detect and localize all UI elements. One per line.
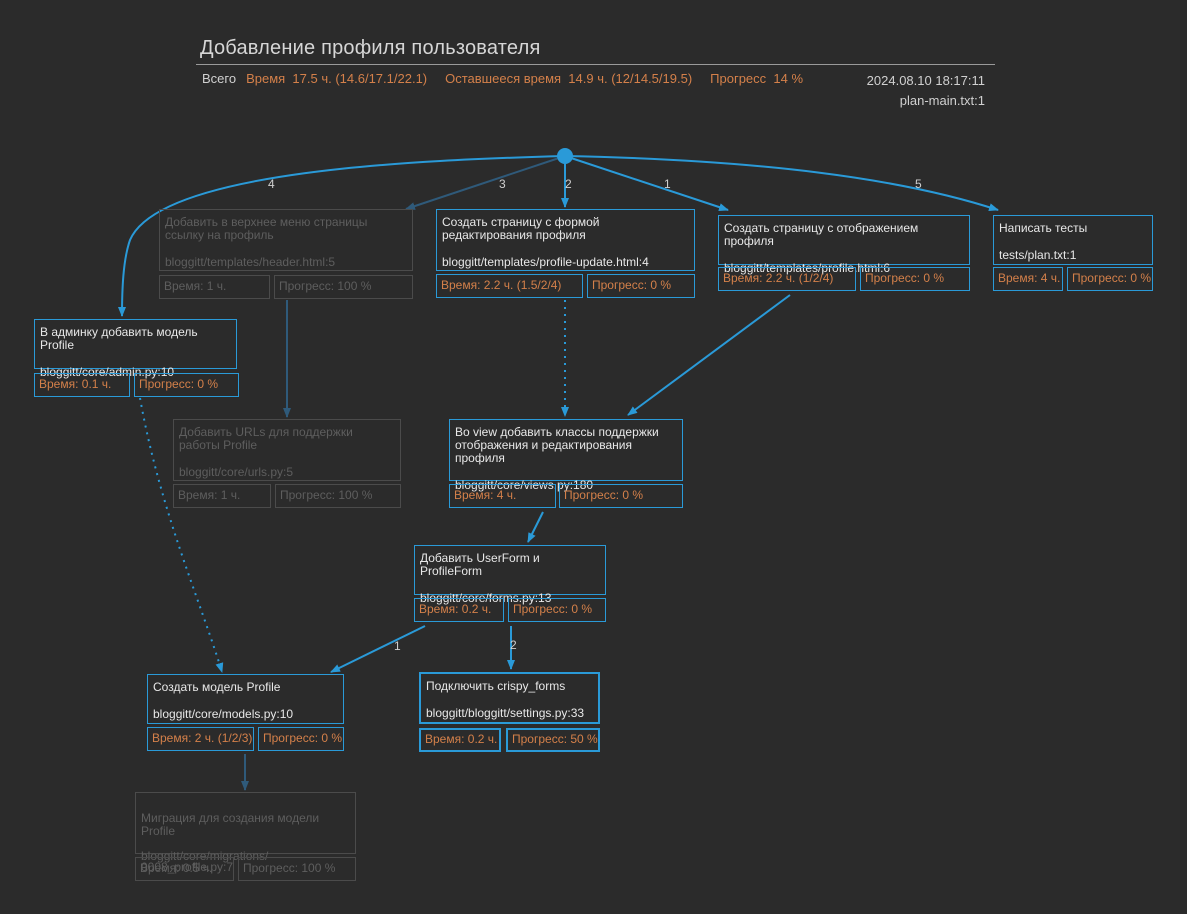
task-time: Время: 4 ч. (449, 484, 556, 508)
task-node-views[interactable]: Во view добавить классы поддержки отобра… (449, 419, 683, 492)
task-node-crispy-forms[interactable]: Подключить crispy_forms bloggitt/bloggit… (419, 672, 600, 724)
edge-forms-models (330, 625, 426, 673)
task-time: Время: 1 ч. (173, 484, 271, 508)
task-path: bloggitt/core/models.py:10 (153, 707, 294, 721)
task-title: Создать страницу с отображением профиля (724, 221, 919, 248)
task-path: bloggitt/templates/header.html:5 (165, 255, 336, 269)
task-progress: Прогресс: 0 % (1067, 267, 1153, 291)
task-path: bloggitt/core/admin.py:10 (40, 365, 175, 379)
edge-label-profile-update: 2 (565, 177, 572, 191)
task-progress: Прогресс: 0 % (559, 484, 683, 508)
task-title: Во view добавить классы поддержки отобра… (455, 425, 659, 465)
header-stamp: 2024.08.10 18:17:11 plan-main.txt:1 (867, 71, 985, 111)
task-time: Время: 1 ч. (159, 275, 270, 299)
title-divider (196, 64, 995, 65)
task-title: Создать модель Profile (153, 680, 281, 694)
task-path: bloggitt/bloggitt/settings.py:33 (426, 706, 585, 720)
task-title: Создать страницу с формой редактирования… (442, 215, 600, 242)
total-progress: Прогресс 14 % (710, 71, 804, 86)
task-progress: Прогресс: 0 % (860, 267, 970, 291)
task-node-forms[interactable]: Добавить UserForm и ProfileForm bloggitt… (414, 545, 606, 605)
task-title: Добавить UserForm и ProfileForm (420, 551, 540, 578)
edge-root-profile-view (564, 155, 729, 211)
task-progress: Прогресс: 0 % (134, 373, 239, 397)
task-progress: Прогресс: 100 % (275, 484, 401, 508)
edge-label-models: 1 (394, 639, 401, 653)
root-node[interactable] (557, 148, 573, 164)
plan-file: plan-main.txt:1 (899, 93, 985, 108)
edge-views-forms (527, 511, 544, 543)
task-title: Добавить URLs для поддержки работы Profi… (179, 425, 353, 452)
task-time: Время: 4 ч. (993, 267, 1063, 291)
task-progress: Прогресс: 100 % (238, 857, 356, 881)
task-path: bloggitt/templates/profile.html:6 (724, 261, 891, 275)
task-progress: Прогресс: 100 % (274, 275, 413, 299)
edge-admin-models (139, 397, 224, 673)
task-node-admin[interactable]: В админку добавить модель Profile bloggi… (34, 319, 237, 379)
task-path: bloggitt/core/migrations/ 0008_profile.p… (141, 849, 269, 874)
edge-root-admin (118, 155, 566, 317)
remaining-time: Оставшееся время 14.9 ч. (12/14.5/19.5) (445, 71, 693, 86)
task-node-profile-view[interactable]: Создать страницу с отображением профиля … (718, 215, 970, 275)
edge-label-header-menu: 3 (499, 177, 506, 191)
edge-label-crispy: 2 (510, 638, 517, 652)
plan-title: Добавление профиля пользователя (200, 37, 541, 59)
task-progress: Прогресс: 50 % (506, 728, 600, 752)
edge-label-profile-view: 1 (664, 177, 671, 191)
task-path: tests/plan.txt:1 (999, 248, 1077, 262)
task-progress: Прогресс: 0 % (508, 598, 606, 622)
task-title: В админку добавить модель Profile (40, 325, 198, 352)
task-title: Подключить crispy_forms (426, 679, 566, 693)
task-title: Написать тесты (999, 221, 1088, 235)
total-label: Всего (202, 71, 237, 86)
task-node-tests[interactable]: Написать тесты tests/plan.txt:1 (993, 215, 1153, 265)
edge-profile-view-views (627, 294, 791, 416)
task-progress: Прогресс: 0 % (587, 274, 695, 298)
total-time: Время 17.5 ч. (14.6/17.1/22.1) (246, 71, 428, 86)
edge-label-admin: 4 (268, 177, 275, 191)
task-time: Время: 0.2 ч. (414, 598, 504, 622)
task-node-profile-update[interactable]: Создать страницу с формой редактирования… (436, 209, 695, 271)
task-time: Время: 2 ч. (1/2/3) (147, 727, 254, 751)
edge-label-tests: 5 (915, 177, 922, 191)
edge-root-header-menu (405, 155, 566, 210)
task-path: bloggitt/core/urls.py:5 (179, 465, 294, 479)
timestamp: 2024.08.10 18:17:11 (866, 73, 985, 88)
task-title: Миграция для создания модели Profile (141, 811, 320, 838)
task-path: bloggitt/templates/profile-update.html:4 (442, 255, 649, 269)
task-time: Время: 2.2 ч. (1.5/2/4) (436, 274, 583, 298)
task-time: Время: 0.2 ч. (419, 728, 501, 752)
task-node-models[interactable]: Создать модель Profile bloggitt/core/mod… (147, 674, 344, 724)
edge-root-tests (564, 155, 999, 212)
summary-line: Всего Время 17.5 ч. (14.6/17.1/22.1) Остав… (202, 71, 803, 86)
task-time: Время: 0.5 ч. (135, 857, 234, 881)
task-title: Добавить в верхнее меню страницы ссылку … (165, 215, 368, 242)
task-node-urls[interactable]: Добавить URLs для поддержки работы Profi… (173, 419, 401, 481)
task-node-header-menu[interactable]: Добавить в верхнее меню страницы ссылку … (159, 209, 413, 271)
task-progress: Прогресс: 0 % (258, 727, 344, 751)
task-time: Время: 0.1 ч. (34, 373, 130, 397)
task-path: bloggitt/core/views.py:180 (455, 478, 594, 492)
task-time: Время: 2.2 ч. (1/2/4) (718, 267, 856, 291)
task-node-migration[interactable]: Миграция для создания модели Profile blog… (135, 792, 356, 873)
